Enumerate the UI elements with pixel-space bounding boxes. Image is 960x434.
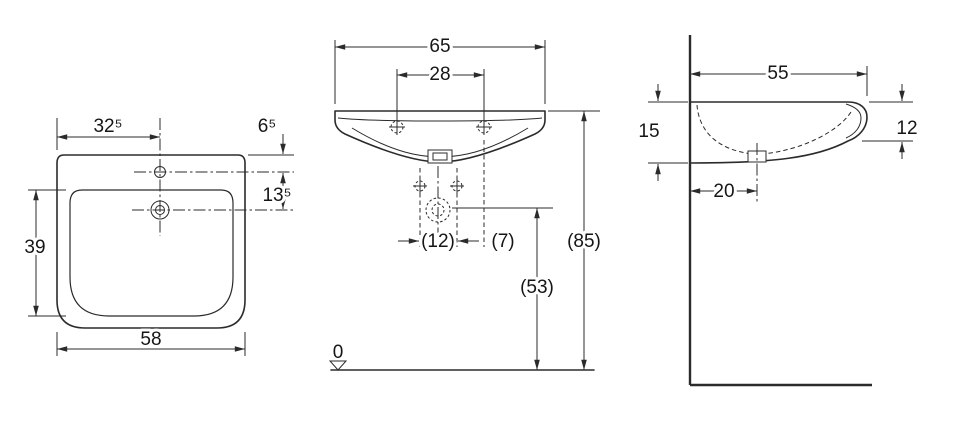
side-bowl-hidden-line (760, 111, 852, 155)
side-bowl-hidden-line (696, 104, 754, 155)
dim-plan-outer-width: 58 (56, 326, 246, 356)
side-view: 55 15 12 20 (635, 35, 921, 387)
dim-front-trap-width: (12) (398, 228, 479, 255)
plan-basin-outer-outline (56, 154, 246, 329)
dim-label-outer-width: 58 (140, 329, 161, 350)
dim-label-trap-width: (12) (421, 231, 455, 252)
dim-side-overall-depth: 55 (690, 60, 868, 96)
dim-plan-tap-offset-x: 32⁵ (56, 113, 160, 150)
front-overflow-inner (432, 152, 448, 161)
dim-label-drain-to-wall: 20 (713, 181, 734, 202)
dim-label-overall-height: (85) (567, 231, 601, 252)
drain-outlet-circle-inner (431, 203, 445, 217)
front-overflow-detail (427, 149, 453, 164)
tap-hole-circle-right (477, 120, 491, 134)
dim-front-trap-offset: (7) (488, 228, 517, 255)
fixing-hole-circle-right (451, 180, 463, 192)
dim-plan-tap-to-drain: 13⁵ (259, 173, 295, 209)
plan-view: 32⁵ 6⁵ 13⁵ 39 58 (21, 113, 295, 356)
dim-front-overall-width: 65 (334, 33, 546, 104)
tap-hole-circle-left (390, 120, 404, 134)
dim-side-front-height: 12 (862, 84, 921, 159)
dim-label-bowl-depth: 39 (24, 237, 45, 258)
dim-label-rear-height: 15 (638, 121, 659, 142)
dim-side-rear-height: 15 (635, 84, 688, 181)
dim-front-trap-height: (53) (452, 207, 557, 370)
side-basin-outline (689, 101, 868, 164)
front-rim-inner-line (337, 117, 543, 122)
plan-basin-bowl-outline (69, 189, 234, 317)
dim-label-tap-offset-x: 32⁵ (93, 116, 122, 137)
dim-label-front-height: 12 (896, 118, 917, 139)
dim-label-overall-depth: 55 (767, 63, 788, 84)
datum-triangle-icon (328, 360, 348, 371)
dim-label-tap-to-drain: 13⁵ (262, 185, 291, 206)
dim-front-overall-height: (85) (548, 110, 604, 370)
dim-plan-rim-to-tap: 6⁵ (248, 113, 294, 156)
side-front-inner-line (845, 103, 862, 139)
front-view: 65 28 (12) (7) (85) (53) 0 (328, 33, 604, 371)
dim-side-drain-to-wall: 20 (690, 178, 757, 205)
dim-label-trap-height: (53) (520, 277, 554, 298)
fixing-hole-circle-left (414, 180, 426, 192)
dim-plan-bowl-depth: 39 (21, 189, 66, 317)
dim-label-trap-offset: (7) (491, 231, 514, 252)
datum-zero-label: 0 (333, 342, 344, 363)
dim-label-tap-spacing: 28 (429, 64, 450, 85)
datum-symbol: 0 (328, 339, 348, 371)
drain-outlet-circle-outer (425, 197, 451, 223)
dim-label-rim-to-tap: 6⁵ (258, 116, 276, 137)
dim-label-overall-width: 65 (429, 36, 450, 57)
dim-front-tap-spacing: 28 (397, 61, 484, 88)
